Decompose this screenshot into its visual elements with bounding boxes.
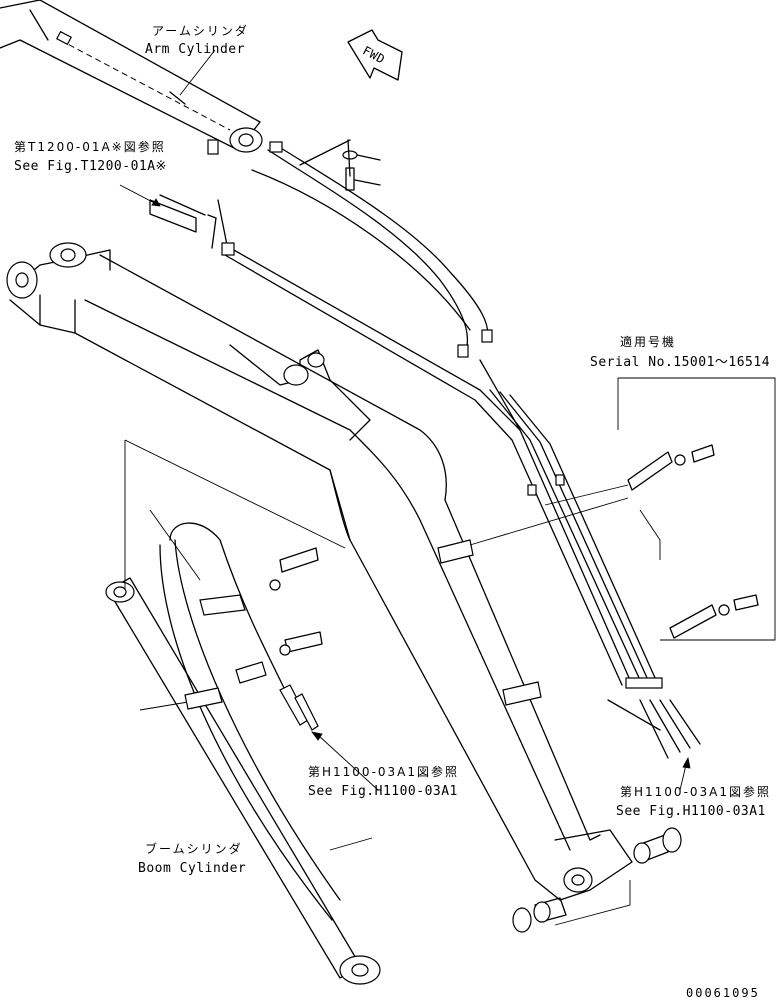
fitting-set-left [149, 194, 229, 251]
boom-pipes [221, 242, 663, 689]
ref-h1100-right-label-en: See Fig.H1100-03A1 [616, 804, 766, 819]
bushings-and-rings [512, 827, 682, 933]
ref-t1200-label-jp: 第T1200-01A※図参照 [14, 140, 166, 154]
serial-label-en: Serial No.15001～16514 [590, 355, 771, 370]
ref-h1100-left-label-en: See Fig.H1100-03A1 [308, 784, 458, 799]
boom-cylinder-label-en: Boom Cylinder [138, 861, 247, 876]
washer-and-bolt-top [299, 139, 381, 191]
ref-t1200-label-en: See Fig.T1200-01A※ [14, 159, 167, 174]
boom-cylinder-body [105, 439, 381, 985]
arm-cylinder-label-en: Arm Cylinder [145, 42, 245, 57]
serial-label-jp: 適用号機 [620, 335, 677, 349]
serial-bracket-group [469, 377, 776, 641]
drawing-number: 00061095 [686, 986, 760, 1000]
boom-structure [6, 242, 633, 901]
ref-h1100-left-label-jp: 第H1100-03A1図参照 [308, 765, 460, 779]
right-hose-ends [607, 699, 701, 759]
fwd-arrow-icon [347, 29, 403, 81]
arm-cylinder-label-jp: アームシリンダ [152, 24, 249, 38]
arm-hoses [251, 141, 493, 358]
arm-cylinder-body [0, 0, 263, 155]
boom-cylinder-label-jp: ブームシリンダ [145, 842, 243, 856]
ref-h1100-right-label-jp: 第H1100-03A1図参照 [620, 785, 772, 799]
leader-lines [119, 49, 691, 851]
